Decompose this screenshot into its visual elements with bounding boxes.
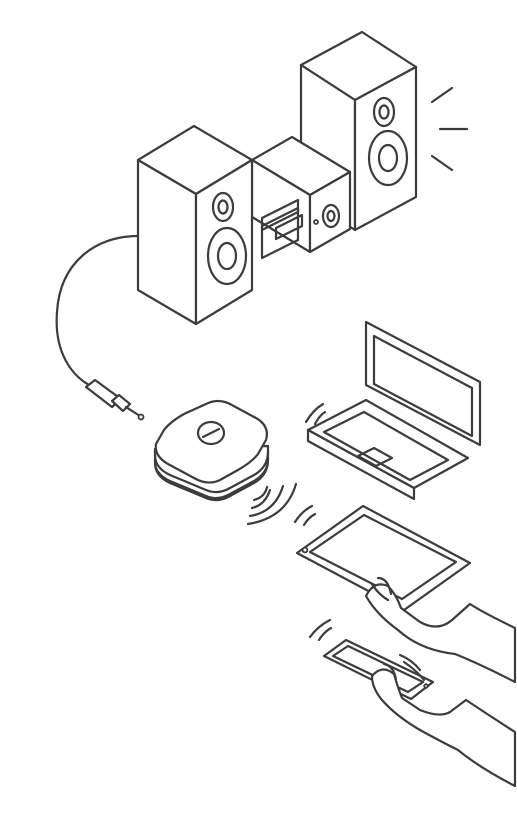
laptop-icon	[304, 320, 482, 501]
left-speaker-icon	[136, 124, 254, 326]
receiver-signal-waves-icon	[246, 482, 298, 526]
bluetooth-receiver-icon	[153, 399, 270, 502]
audio-cable-icon	[55, 234, 140, 390]
aux-jack-icon	[84, 378, 145, 421]
sound-emission-icon	[430, 86, 469, 172]
hifi-stereo-icon	[136, 30, 469, 326]
hand-holding-tablet-icon	[364, 576, 517, 684]
hand-holding-smartphone-icon	[370, 653, 517, 788]
